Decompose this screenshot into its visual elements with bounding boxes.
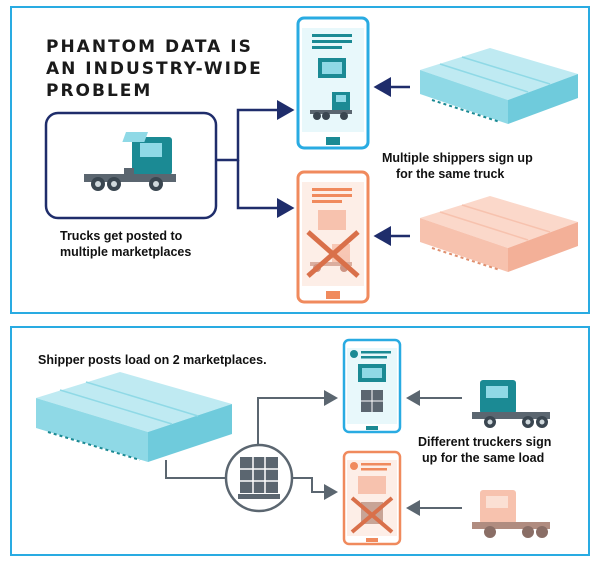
cargo-trailer-icon bbox=[36, 372, 232, 462]
cargo-trailer-icon bbox=[420, 196, 578, 272]
cross-out-icon bbox=[350, 496, 394, 534]
cross-out-icon bbox=[306, 230, 360, 278]
note-shipper-posts: Shipper posts load on 2 marketplaces. bbox=[38, 353, 267, 367]
truck-cab-icon bbox=[472, 380, 550, 428]
branch-connector bbox=[257, 390, 338, 450]
branch-connector bbox=[165, 460, 226, 479]
note-line: Different truckers sign bbox=[418, 435, 552, 449]
note-line: Trucks get posted to bbox=[60, 229, 183, 243]
note-line: up for the same load bbox=[422, 451, 545, 465]
branch-connector bbox=[292, 477, 338, 500]
truck-cab-icon bbox=[84, 132, 176, 191]
headline: PHANTOM DATA IS AN INDUSTRY-WIDE PROBLEM bbox=[46, 36, 263, 102]
note-line: multiple marketplaces bbox=[60, 245, 192, 259]
note-line: for the same truck bbox=[396, 167, 505, 181]
pallet-icon bbox=[224, 443, 294, 513]
note-trucks-posted: Trucks get posted to multiple marketplac… bbox=[60, 228, 191, 260]
branch-connector bbox=[216, 100, 295, 162]
phone-icon bbox=[342, 450, 402, 546]
headline-line: PROBLEM bbox=[46, 81, 153, 101]
headline-line: AN INDUSTRY-WIDE bbox=[46, 59, 263, 79]
note-multiple-shippers: Multiple shippers sign up for the same t… bbox=[382, 150, 533, 182]
phone-icon bbox=[296, 170, 370, 304]
headline-line: PHANTOM DATA IS bbox=[46, 37, 253, 57]
note-line: Multiple shippers sign up bbox=[382, 151, 533, 165]
truck-cab-icon bbox=[472, 490, 550, 538]
note-different-truckers: Different truckers sign up for the same … bbox=[418, 434, 551, 466]
cargo-trailer-icon bbox=[420, 48, 578, 124]
phone-icon bbox=[296, 16, 370, 150]
branch-connector bbox=[236, 160, 295, 218]
phone-icon bbox=[342, 338, 402, 434]
truck-box bbox=[44, 111, 218, 220]
